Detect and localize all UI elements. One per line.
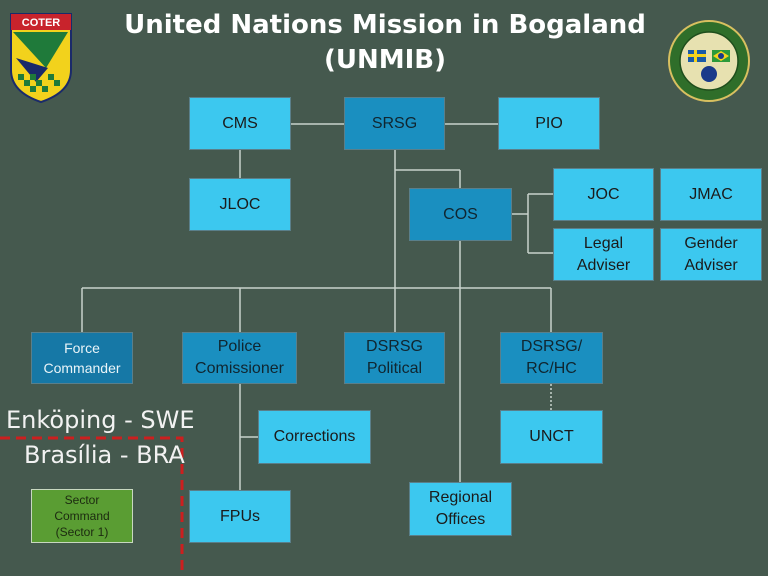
srsg-box: SRSG (344, 97, 445, 150)
police-commissioner-box: Police Comissioner (182, 332, 297, 384)
sector-divider-line (0, 436, 184, 576)
force-commander-box: Force Commander (31, 332, 133, 384)
jmac-box: JMAC (660, 168, 762, 221)
sector-command-box: Sector Command (Sector 1) (31, 489, 133, 543)
cos-box: COS (409, 188, 512, 241)
coter-logo-text: COTER (22, 17, 61, 29)
dsrsg-rc-hc-box: DSRSG/ RC/HC (500, 332, 603, 384)
corrections-box: Corrections (258, 410, 371, 464)
jloc-box: JLOC (189, 178, 291, 231)
cms-box: CMS (189, 97, 291, 150)
location-bra-label: Brasília - BRA (24, 441, 185, 469)
gender-adviser-box: Gender Adviser (660, 228, 762, 281)
pio-box: PIO (498, 97, 600, 150)
joc-box: JOC (553, 168, 654, 221)
coter-logo: COTER (10, 13, 72, 104)
dsrsg-political-box: DSRSG Political (344, 332, 445, 384)
regional-offices-box: Regional Offices (409, 482, 512, 536)
page-title: United Nations Mission in Bogaland (124, 10, 646, 40)
unct-box: UNCT (500, 410, 603, 464)
viking-exercise-logo (668, 20, 750, 102)
legal-adviser-box: Legal Adviser (553, 228, 654, 281)
page-subtitle: (UNMIB) (323, 45, 446, 75)
fpus-box: FPUs (189, 490, 291, 543)
location-swe-label: Enköping - SWE (6, 406, 195, 434)
